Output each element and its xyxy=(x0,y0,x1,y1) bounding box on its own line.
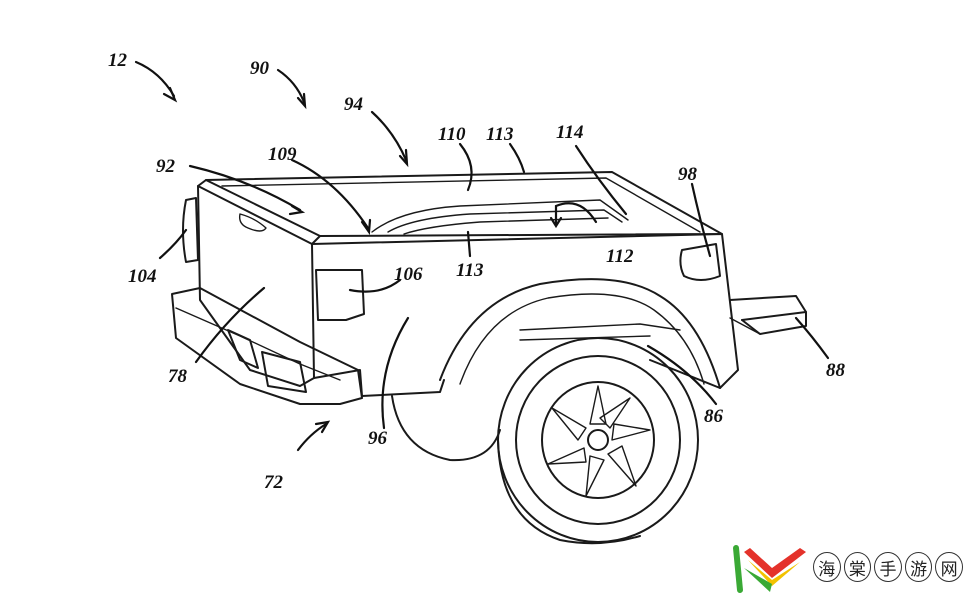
trailer-illustration xyxy=(171,171,807,545)
ref-label-94: 94 xyxy=(344,94,363,115)
ref-label-78: 78 xyxy=(168,366,188,387)
ref-label-110: 110 xyxy=(438,124,466,145)
ref-label-106: 106 xyxy=(394,264,423,285)
ref-label-86: 86 xyxy=(704,406,724,427)
watermark-char: 游 xyxy=(904,552,933,582)
watermark-char: 手 xyxy=(874,552,902,582)
ref-label-109: 109 xyxy=(268,144,297,165)
ref-label-113-top: 113 xyxy=(486,124,513,145)
reference-numerals: 12 90 94 92 109 110 113 114 98 104 106 1… xyxy=(108,50,846,493)
watermark-logo-icon xyxy=(733,545,806,593)
ref-label-88: 88 xyxy=(826,360,846,381)
ref-label-114: 114 xyxy=(556,122,583,143)
ref-label-96: 96 xyxy=(368,428,388,449)
ref-label-72: 72 xyxy=(264,472,284,493)
watermark-char: 网 xyxy=(935,552,963,582)
watermark-char: 海 xyxy=(813,552,841,582)
ref-label-112: 112 xyxy=(606,246,634,267)
watermark-text: 海 棠 手 游 网 xyxy=(813,552,963,584)
ref-label-98: 98 xyxy=(678,164,698,185)
leader-lines xyxy=(134,60,830,452)
ref-label-104: 104 xyxy=(128,266,157,287)
ref-label-92: 92 xyxy=(156,156,176,177)
ref-label-90: 90 xyxy=(250,58,270,79)
watermark-char: 棠 xyxy=(843,552,872,582)
ref-label-12: 12 xyxy=(108,50,128,71)
ref-label-113-bottom: 113 xyxy=(456,260,483,281)
